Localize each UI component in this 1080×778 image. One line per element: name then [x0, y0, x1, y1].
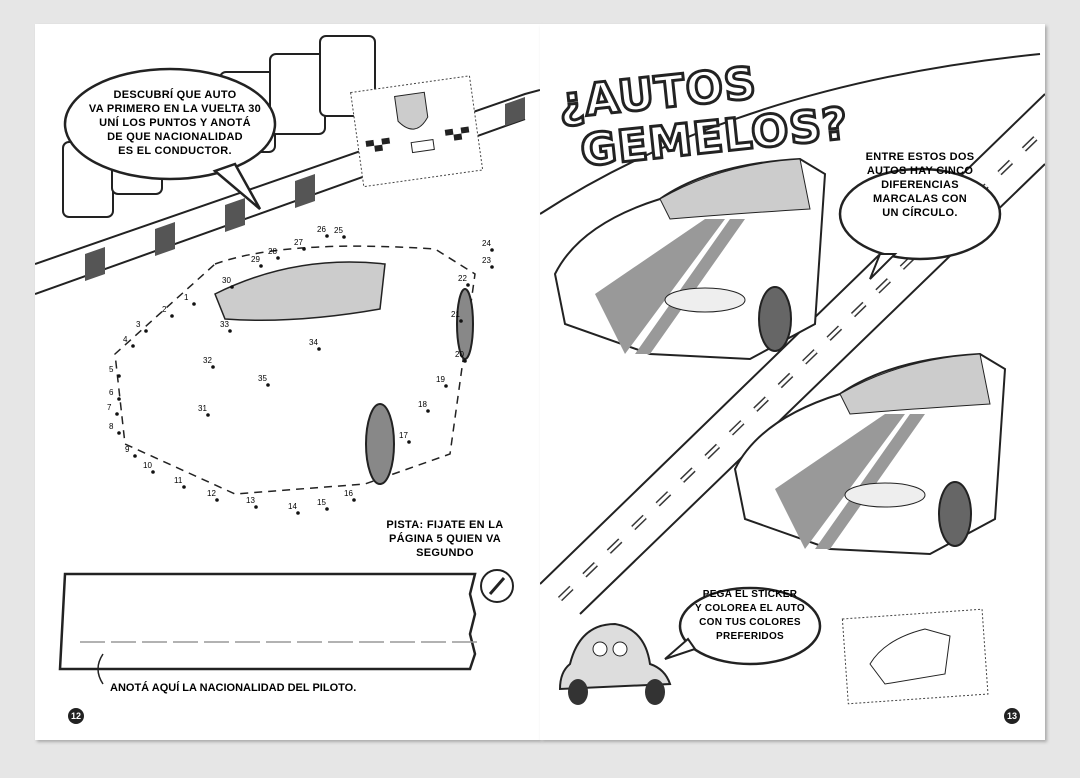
- dot-label: 18: [418, 400, 427, 409]
- dot-label: 25: [334, 226, 343, 235]
- bubble-line: Entre estos dos: [865, 151, 975, 163]
- bubble-line: preferidos: [715, 631, 784, 642]
- dot-label: 20: [455, 350, 464, 359]
- dot: [466, 283, 470, 287]
- dot-label: 5: [109, 365, 114, 374]
- dot-label: 31: [198, 404, 207, 413]
- hint-line: Pista: fijate en la: [386, 519, 504, 531]
- answer-label: Anotá aquí la nacionalidad del piloto.: [110, 682, 357, 694]
- dot: [444, 384, 448, 388]
- bubble-line: de que nacionalidad: [107, 131, 243, 143]
- sticker-bubble: Pega el sticker y colorea el auto con tu…: [680, 588, 820, 644]
- dot-label: 23: [482, 256, 491, 265]
- hint-line: página 5 quien va segundo: [388, 533, 502, 559]
- dot-label: 2: [162, 305, 167, 314]
- dot-label: 27: [294, 238, 303, 247]
- dot: [407, 440, 411, 444]
- page-number: 13: [1004, 708, 1020, 724]
- dot-label: 34: [309, 338, 318, 347]
- bubble-line: con tus colores: [699, 617, 801, 628]
- dot: [115, 412, 119, 416]
- dot: [254, 505, 258, 509]
- dot: [259, 264, 263, 268]
- dot-label: 14: [288, 502, 297, 511]
- dot: [317, 347, 321, 351]
- dot-label: 7: [107, 403, 112, 412]
- differences-bubble: Entre estos dos autos hay cinco diferenc…: [850, 150, 990, 220]
- dot: [144, 329, 148, 333]
- dot-label: 32: [203, 356, 212, 365]
- dot-label: 28: [268, 247, 277, 256]
- dot-label: 10: [143, 461, 152, 470]
- dot: [206, 413, 210, 417]
- dot-label: 21: [451, 310, 460, 319]
- bubble-line: va primero en la vuelta 30: [88, 103, 262, 115]
- bubble-line: un círculo.: [882, 207, 958, 219]
- dot: [151, 470, 155, 474]
- bubble-line: Descubrí que auto: [113, 89, 237, 101]
- dot: [352, 498, 356, 502]
- dot-label: 8: [109, 422, 114, 431]
- dot: [230, 285, 234, 289]
- dot-label: 24: [482, 239, 491, 248]
- dot: [182, 485, 186, 489]
- dot: [266, 383, 270, 387]
- dot-label: 17: [399, 431, 408, 440]
- dot-label: 16: [344, 489, 353, 498]
- bubble-line: diferencias: [881, 179, 959, 191]
- bubble-line: autos hay cinco: [866, 165, 974, 177]
- dot: [459, 319, 463, 323]
- dot-label: 3: [136, 320, 141, 329]
- dot-label: 1: [184, 293, 189, 302]
- right-page: ¿AUTOS GEMELOS? Entre estos dos autos ha…: [540, 24, 1045, 740]
- page-number: 12: [68, 708, 84, 724]
- bubble-line: Pega el sticker: [702, 589, 798, 600]
- dot-label: 30: [222, 276, 231, 285]
- dot: [117, 431, 121, 435]
- dot-label: 15: [317, 498, 326, 507]
- dot: [170, 314, 174, 318]
- twin-cars-illustration: [540, 53, 1045, 705]
- dot-label: 13: [246, 496, 255, 505]
- bubble-line: uní los puntos y anotá: [99, 117, 251, 129]
- bubble-line: marcalas con: [872, 193, 968, 205]
- dot: [325, 234, 329, 238]
- dot-label: 19: [436, 375, 445, 384]
- dot-label: 9: [125, 445, 130, 454]
- dot: [463, 359, 467, 363]
- hint-text: Pista: fijate en la página 5 quien va se…: [365, 518, 525, 560]
- dot: [296, 511, 300, 515]
- dot: [342, 235, 346, 239]
- dot-label: 29: [251, 255, 260, 264]
- dot-label: 12: [207, 489, 216, 498]
- dot: [302, 247, 306, 251]
- dot-label: 33: [220, 320, 229, 329]
- dot-label: 6: [109, 388, 114, 397]
- dot-label: 11: [174, 476, 183, 485]
- dot: [490, 248, 494, 252]
- dot: [490, 265, 494, 269]
- dot-label: 35: [258, 374, 267, 383]
- dot-label: 26: [317, 225, 326, 234]
- bubble-line: es el conductor.: [118, 145, 232, 157]
- dot: [131, 344, 135, 348]
- dot-label: 4: [123, 335, 128, 344]
- cartoon-car: [558, 622, 672, 705]
- dot: [117, 397, 121, 401]
- dot: [276, 256, 280, 260]
- dot: [117, 374, 121, 378]
- instruction-bubble: Descubrí que auto va primero en la vuelt…: [75, 88, 275, 158]
- dot-label: 22: [458, 274, 467, 283]
- dot: [215, 498, 219, 502]
- dot: [133, 454, 137, 458]
- dot: [192, 302, 196, 306]
- bubble-line: y colorea el auto: [695, 603, 805, 614]
- dot: [325, 507, 329, 511]
- dot: [228, 329, 232, 333]
- dot: [426, 409, 430, 413]
- dot: [211, 365, 215, 369]
